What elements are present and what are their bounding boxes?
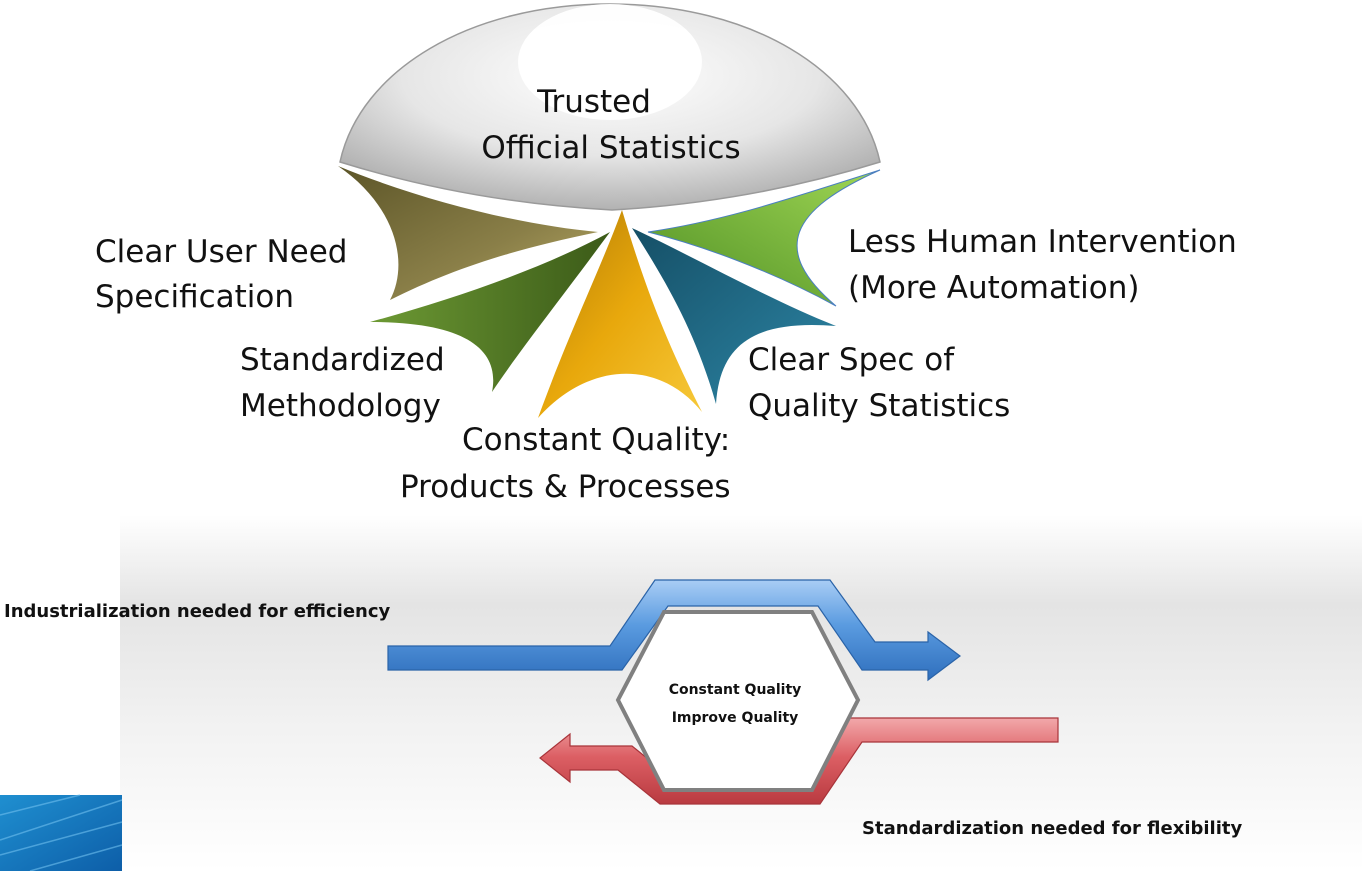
pillar-label-automation-1: Less Human Intervention bbox=[848, 224, 1237, 260]
pillar-label-quality-spec-2: Quality Statistics bbox=[748, 388, 1010, 424]
pillar-label-methodology-2: Methodology bbox=[240, 388, 441, 424]
petal-constant-quality bbox=[538, 210, 702, 418]
standardization-label: Standardization needed for flexibility bbox=[862, 818, 1242, 839]
pillar-label-user-need-1: Clear User Need bbox=[95, 234, 347, 270]
pillar-label-user-need-2: Specification bbox=[95, 279, 294, 315]
petal-automation bbox=[647, 169, 881, 307]
dome-title-line1: Trusted bbox=[536, 84, 651, 120]
hexagon-line2: Improve Quality bbox=[672, 710, 799, 726]
pillar-label-automation-2: (More Automation) bbox=[848, 270, 1139, 306]
industrialization-arrow bbox=[387, 579, 961, 682]
dome-title-line2: Official Statistics bbox=[481, 130, 740, 166]
pillar-label-constant-quality-2: Products & Processes bbox=[400, 469, 731, 505]
industrialization-label: Industrialization needed for efficiency bbox=[4, 601, 391, 622]
petal-quality-spec bbox=[632, 228, 836, 404]
pillar-label-methodology-1: Standardized bbox=[240, 342, 445, 378]
pillar-label-quality-spec-1: Clear Spec of bbox=[748, 342, 955, 378]
petal-user-need bbox=[338, 166, 598, 300]
pillar-shapes bbox=[338, 166, 881, 418]
center-hexagon bbox=[615, 610, 861, 792]
logo-icon bbox=[0, 794, 123, 871]
hexagon-line1: Constant Quality bbox=[669, 682, 802, 698]
petal-methodology bbox=[370, 232, 610, 392]
pillar-label-constant-quality-1: Constant Quality: bbox=[462, 422, 730, 458]
dome-shape bbox=[339, 3, 881, 211]
